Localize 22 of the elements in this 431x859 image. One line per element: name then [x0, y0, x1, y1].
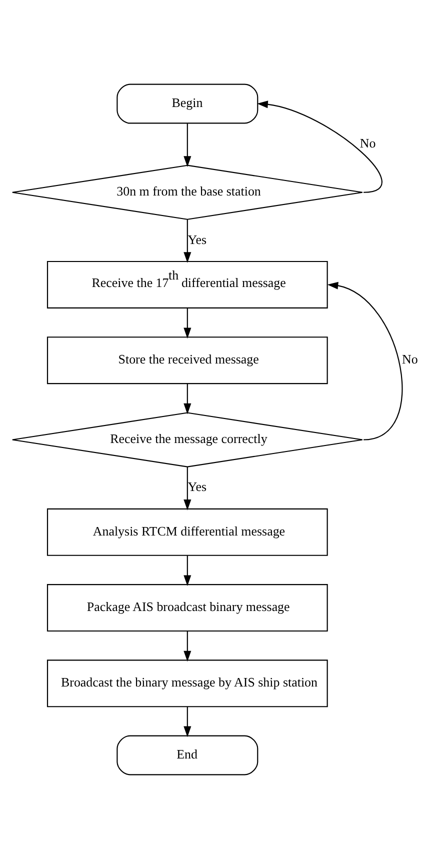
arrow [184, 556, 192, 586]
node-diamond: 30n m from the base station [12, 164, 363, 220]
node-diamond: Receive the message correctly [12, 412, 363, 468]
edge-label: No [402, 352, 418, 367]
node-box: Store the received message [46, 336, 328, 384]
arrow [184, 384, 192, 414]
node-box: Begin [116, 84, 258, 124]
node-box: Analysis RTCM differential message [46, 508, 328, 556]
arrow [184, 466, 192, 510]
arrow [184, 631, 192, 662]
node-box: End [116, 735, 258, 776]
arrow [184, 124, 192, 167]
edge-label: Yes [188, 232, 207, 247]
arrow [184, 706, 192, 738]
node-box: Package AIS broadcast binary message [46, 584, 328, 632]
edge-label: No [360, 136, 376, 151]
arrow [257, 100, 382, 193]
arrow [327, 282, 403, 440]
edge-label: Yes [188, 479, 207, 494]
arrow [184, 308, 192, 339]
node-box: Broadcast the binary message by AIS ship station [46, 660, 328, 708]
arrow [184, 220, 192, 263]
